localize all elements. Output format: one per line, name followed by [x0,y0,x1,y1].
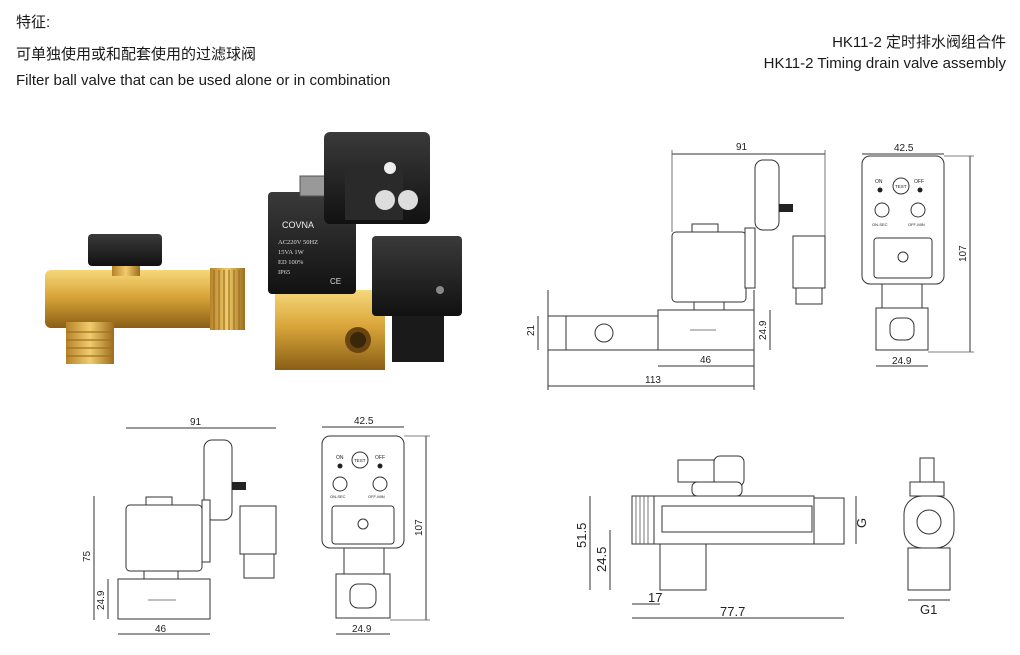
features-label: 特征: [16,14,51,31]
label-off-min: OFF-MIN [908,222,925,227]
dim-body-height: 24.9 [758,320,769,340]
photo-label-line: IP65 [278,269,290,276]
dim-body-width: 46 [155,624,167,635]
dim-total-width: 113 [645,375,661,386]
description-en: Filter ball valve that can be used alone… [16,72,391,89]
dim-body-height: 24.9 [96,590,107,610]
dim-g1: G1 [920,602,937,617]
photo-brand: COVNA [282,220,314,230]
dim-w1: 17 [648,590,662,605]
drawing-bottom-side: 91 75 24.9 46 [82,417,277,635]
dim-height: 75 [82,550,93,562]
photo-label-line: ED 100% [278,259,304,266]
photo-ce-mark: CE [330,277,341,286]
drawing-valve: 77.7 17 51.5 24.5 G G1 [574,455,955,619]
dim-bottom: 24.9 [892,356,912,367]
label-test: TEST [354,458,366,463]
photo-label-line: 15VA 1W [278,249,305,256]
dim-width: 42.5 [354,416,374,427]
label-on: ON [875,179,883,185]
dim-height: 107 [958,245,969,262]
label-test: TEST [895,184,907,189]
description-cn: 可单独使用或和配套使用的过滤球阀 [16,46,257,63]
drain-valve-photo: COVNA AC220V 50HZ 15VA 1W ED 100% IP65 C… [268,132,462,370]
label-off-min: OFF-MIN [368,494,385,499]
dim-width: 91 [736,142,748,153]
drawing-bottom-front: ON OFF TEST ON-SEC OFF-MIN 42.5 107 24.9 [321,416,430,635]
dim-h1: 51.5 [574,523,589,548]
drawing-top-side: 113 46 91 21 24.9 [526,142,826,390]
dim-bottom: 24.9 [352,624,372,635]
label-off: OFF [914,179,924,185]
ball-valve-photo [45,234,245,364]
label-on-sec: ON-SEC [330,494,346,499]
label-on-sec: ON-SEC [872,222,888,227]
dim-width: 42.5 [894,143,914,154]
label-off: OFF [375,455,385,461]
dim-width: 91 [190,417,202,428]
dim-height-left: 21 [526,324,537,336]
product-title-en: HK11-2 Timing drain valve assembly [763,55,1006,72]
photo-label-line: AC220V 50HZ [278,239,318,246]
dim-w2: 77.7 [720,604,745,619]
product-title-cn: HK11-2 定时排水阀组合件 [832,34,1006,51]
dim-height: 107 [414,519,425,536]
drawing-top-front: ON OFF TEST ON-SEC OFF-MIN 42.5 107 24.9 [861,143,974,367]
dim-g: G [854,518,869,528]
dim-body-width: 46 [700,355,712,366]
label-on: ON [336,455,344,461]
dim-h2: 24.5 [594,547,609,572]
